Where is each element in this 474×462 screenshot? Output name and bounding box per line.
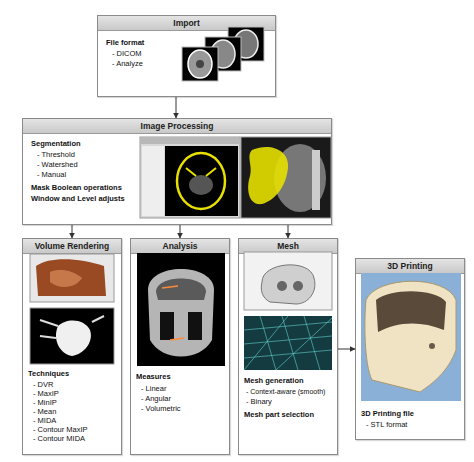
- section-label: Measures: [136, 372, 171, 381]
- section-label: File format: [106, 38, 144, 47]
- angular-measure: [170, 338, 184, 340]
- list-item: - Binary: [246, 397, 272, 406]
- bone-mask: [186, 168, 216, 176]
- vessels: [40, 316, 104, 338]
- stage-box: Volume RenderingTechniques- DVR- MaxIP- …: [22, 238, 122, 455]
- list-item: - Watershed: [37, 160, 78, 169]
- list-item: - Analyze: [112, 59, 143, 68]
- wireframe-lines: [244, 316, 332, 370]
- flow-arrow: [180, 225, 181, 238]
- rendered-heart: [56, 320, 91, 356]
- body-section: [274, 144, 326, 212]
- stage-box: 3D Printing 3D Printing file - STL format: [355, 258, 465, 440]
- sinus: [160, 312, 174, 340]
- list-item: - Angular: [141, 394, 171, 403]
- section-label: Mask Boolean operations: [31, 183, 122, 192]
- box-heading: Import: [98, 16, 275, 31]
- app-window: [140, 137, 240, 218]
- ct-view: [241, 137, 331, 218]
- eye-socket: [293, 281, 303, 291]
- list-item: - DVR: [33, 380, 53, 389]
- wireframe-view: [244, 316, 332, 370]
- volume-renders: [30, 254, 114, 364]
- app-toolbar: [141, 138, 239, 144]
- ct-head: [211, 40, 235, 68]
- box-heading: Analysis: [131, 239, 229, 254]
- screw-hole: [429, 343, 435, 349]
- kidney-mask: [248, 147, 288, 204]
- ct-slice: [205, 37, 241, 71]
- box-heading: Volume Rendering: [23, 239, 121, 254]
- box-heading: Mesh: [239, 239, 337, 254]
- skull-cavity: [376, 291, 446, 332]
- segmentation-screenshot: [140, 137, 240, 218]
- section-label: Segmentation: [31, 139, 81, 148]
- photo-background: [361, 273, 461, 401]
- kidney-screenshot: [241, 137, 331, 218]
- ct-slice: [228, 27, 264, 61]
- ct-view: [165, 146, 238, 216]
- sinus: [188, 312, 202, 340]
- section-label: Techniques: [28, 369, 69, 378]
- rendered-organ: [50, 270, 82, 287]
- flow-arrow: [72, 225, 73, 238]
- list-item: - Volumetric: [141, 404, 181, 413]
- stage-box: MeshMesh generation - Context-aware (smoo…: [238, 238, 338, 455]
- render-window: [30, 254, 114, 302]
- app-panel: [142, 146, 164, 216]
- ct-head: [234, 30, 258, 58]
- list-item: - MaxIP: [33, 389, 59, 398]
- measure-image: [137, 253, 225, 366]
- skull-print: [365, 281, 456, 392]
- list-item: - Manual: [37, 170, 66, 179]
- list-item: - Threshold: [37, 150, 75, 159]
- box-heading: 3D Printing: [356, 259, 464, 274]
- list-item: - MIDA: [33, 416, 56, 425]
- list-item: - Contour MaxIP: [33, 425, 88, 434]
- section-label: Mesh part selection: [244, 410, 314, 419]
- list-item: - Context-aware (smooth): [246, 387, 325, 396]
- flow-arrow: [176, 97, 177, 118]
- import-box: ImportFile format - DICOM- Analyze: [97, 15, 276, 97]
- bone-mask: [177, 153, 225, 209]
- render-window: [30, 308, 114, 364]
- box-heading: Image Processing: [23, 119, 331, 134]
- printed-skull: [361, 273, 461, 401]
- flow-arrow: [288, 225, 289, 238]
- list-item: - Linear: [141, 384, 166, 393]
- brain-area: [189, 175, 213, 195]
- skull-section: [148, 269, 214, 357]
- ct-detail: [196, 60, 204, 68]
- rendered-body: [36, 259, 106, 296]
- stage-box: Image ProcessingSegmentation- Threshold-…: [22, 118, 332, 225]
- spine: [312, 150, 320, 210]
- list-item: - MinIP: [33, 398, 57, 407]
- brain-section: [156, 279, 206, 301]
- ct-coronal: [137, 253, 225, 366]
- mesh-window: [244, 252, 332, 310]
- section-label: Window and Level adjusts: [31, 194, 125, 203]
- list-item: - STL format: [366, 420, 407, 429]
- list-item: - Contour MIDA: [33, 434, 85, 443]
- skull-mesh: [261, 265, 315, 304]
- eye-socket: [277, 281, 287, 291]
- ct-slices: [182, 27, 264, 81]
- ct-head: [188, 50, 212, 78]
- ct-slice: [182, 47, 218, 81]
- mesh-images: [244, 252, 332, 370]
- section-label: 3D Printing file: [361, 409, 414, 418]
- stage-box: AnalysisMeasures - Linear- Angular- Volum…: [130, 238, 230, 455]
- section-label: Mesh generation: [244, 376, 304, 385]
- list-item: - DICOM: [112, 49, 142, 58]
- flow-arrow: [338, 349, 355, 350]
- list-item: - Mean: [33, 407, 56, 416]
- linear-measure: [162, 286, 178, 288]
